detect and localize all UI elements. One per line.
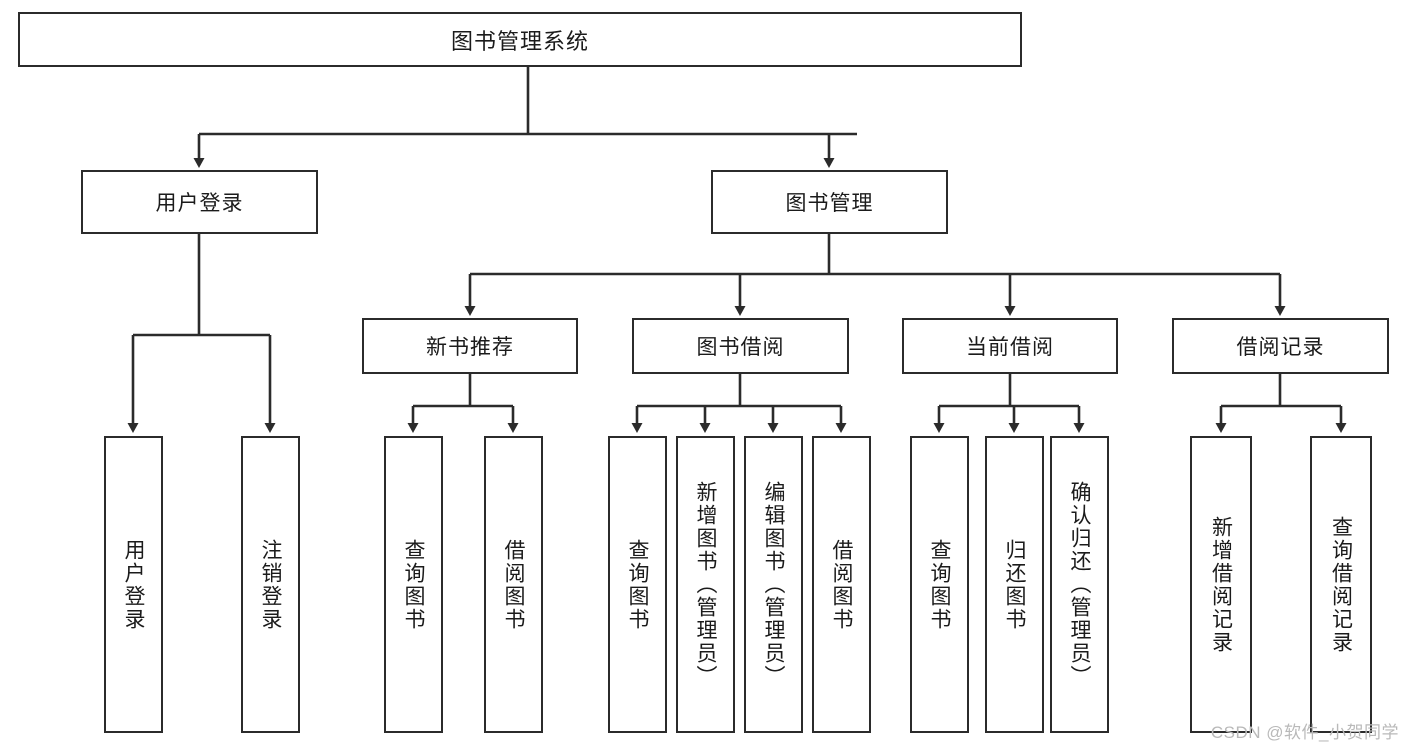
- node-level3-current-borrow[interactable]: 当前借阅: [902, 318, 1118, 374]
- node-leaf-add-borrow-record-label: 新增借阅记录: [1209, 515, 1233, 654]
- node-level3-current-borrow-label: 当前借阅: [966, 336, 1054, 359]
- node-level2-user-login-label: 用户登录: [155, 192, 244, 215]
- node-leaf-add-borrow-record[interactable]: 新增借阅记录: [1190, 436, 1252, 733]
- node-level2-book-management-label: 图书管理: [785, 192, 874, 215]
- node-leaf-add-book-admin-label: 新增图书（管理员）: [694, 481, 717, 688]
- node-leaf-query-book-borrow[interactable]: 查询图书: [608, 436, 667, 733]
- node-leaf-query-borrow-record[interactable]: 查询借阅记录: [1310, 436, 1372, 733]
- node-level2-book-management[interactable]: 图书管理: [711, 170, 948, 234]
- node-leaf-logout[interactable]: 注销登录: [241, 436, 300, 733]
- node-level3-new-book-recommend[interactable]: 新书推荐: [362, 318, 578, 374]
- node-leaf-query-borrow-record-label: 查询借阅记录: [1329, 515, 1353, 654]
- node-leaf-query-book-current[interactable]: 查询图书: [910, 436, 969, 733]
- node-leaf-user-login-label: 用户登录: [122, 538, 145, 631]
- watermark: CSDN @软件_小贺同学: [1210, 723, 1399, 742]
- node-leaf-borrow-book-recommend[interactable]: 借阅图书: [484, 436, 543, 733]
- node-level3-borrow-record-label: 借阅记录: [1236, 336, 1325, 359]
- node-leaf-query-book-borrow-label: 查询图书: [626, 538, 649, 631]
- node-leaf-query-book-current-label: 查询图书: [928, 538, 951, 631]
- node-level3-new-book-recommend-label: 新书推荐: [426, 336, 514, 359]
- node-leaf-query-book-recommend[interactable]: 查询图书: [384, 436, 443, 733]
- node-leaf-edit-book-admin-label: 编辑图书（管理员）: [762, 481, 785, 688]
- node-level2-user-login[interactable]: 用户登录: [81, 170, 318, 234]
- node-leaf-edit-book-admin[interactable]: 编辑图书（管理员）: [744, 436, 803, 733]
- node-leaf-add-book-admin[interactable]: 新增图书（管理员）: [676, 436, 735, 733]
- node-leaf-user-login[interactable]: 用户登录: [104, 436, 163, 733]
- node-leaf-borrow-book-label: 借阅图书: [830, 538, 853, 631]
- node-leaf-query-book-recommend-label: 查询图书: [402, 538, 425, 631]
- node-leaf-confirm-return-admin[interactable]: 确认归还（管理员）: [1050, 436, 1109, 733]
- node-level3-book-borrow-label: 图书借阅: [696, 336, 785, 359]
- node-leaf-confirm-return-admin-label: 确认归还（管理员）: [1068, 481, 1091, 688]
- node-leaf-return-book[interactable]: 归还图书: [985, 436, 1044, 733]
- node-leaf-borrow-book[interactable]: 借阅图书: [812, 436, 871, 733]
- node-root[interactable]: 图书管理系统: [18, 12, 1022, 67]
- node-level3-borrow-record[interactable]: 借阅记录: [1172, 318, 1389, 374]
- node-root-label: 图书管理系统: [450, 28, 589, 54]
- node-level3-book-borrow[interactable]: 图书借阅: [632, 318, 849, 374]
- node-leaf-logout-label: 注销登录: [259, 538, 282, 631]
- node-leaf-borrow-book-recommend-label: 借阅图书: [502, 538, 525, 631]
- node-leaf-return-book-label: 归还图书: [1003, 538, 1026, 631]
